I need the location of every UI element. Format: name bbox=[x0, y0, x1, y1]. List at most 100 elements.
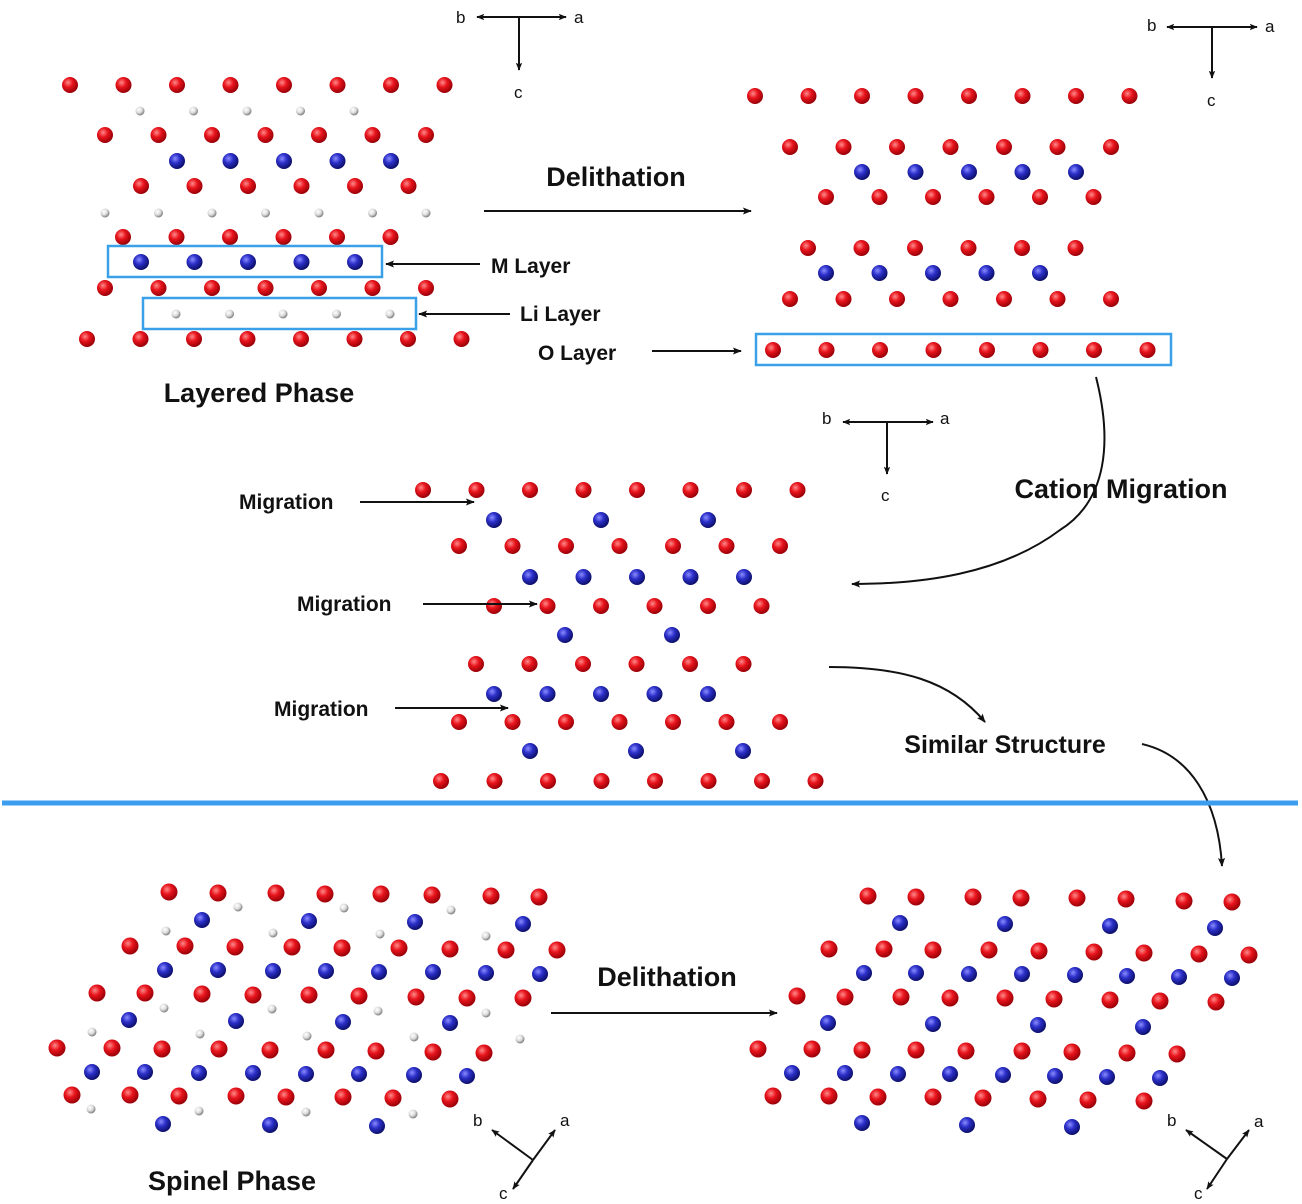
oxygen-atom bbox=[818, 342, 835, 358]
oxygen-atom bbox=[875, 940, 893, 958]
metal-atom bbox=[854, 164, 870, 180]
oxygen-atom bbox=[665, 714, 681, 730]
oxygen-atom bbox=[924, 941, 942, 959]
oxygen-atom bbox=[367, 1042, 385, 1060]
oxygen-atom bbox=[980, 941, 998, 959]
lithium-atom bbox=[385, 309, 395, 319]
lithium-atom bbox=[100, 208, 110, 218]
metal-atom bbox=[240, 254, 256, 270]
metal-atom bbox=[854, 1115, 870, 1131]
oxygen-atom bbox=[400, 331, 416, 347]
metal-atom bbox=[1064, 1119, 1080, 1135]
oxygen-atom bbox=[1063, 1043, 1081, 1061]
oxygen-atom bbox=[497, 941, 515, 959]
oxygen-atom bbox=[227, 1087, 245, 1105]
lithium-atom bbox=[375, 929, 385, 939]
lithium-atom bbox=[161, 926, 171, 936]
oxygen-atom bbox=[350, 987, 368, 1005]
oxygen-atom bbox=[1032, 189, 1048, 205]
oxygen-atom bbox=[186, 331, 202, 347]
oxygen-atom bbox=[97, 280, 113, 296]
metal-atom bbox=[191, 1065, 207, 1081]
oxygen-atom bbox=[889, 139, 905, 155]
oxygen-atom bbox=[1103, 139, 1119, 155]
oxygen-atom bbox=[996, 989, 1014, 1007]
oxygen-atom bbox=[611, 714, 628, 730]
delithation-label-bottom: Delithation bbox=[597, 962, 737, 992]
oxygen-atom bbox=[924, 1088, 942, 1106]
axes-indicator-bottom-right: a b c bbox=[1167, 1111, 1264, 1203]
metal-atom bbox=[276, 153, 292, 169]
lithium-atom bbox=[339, 903, 349, 913]
metal-atom bbox=[245, 1065, 261, 1081]
metal-atom bbox=[478, 965, 494, 981]
axis-b-arrow bbox=[1185, 1129, 1228, 1160]
oxygen-atom bbox=[418, 280, 434, 296]
lithium-atom bbox=[86, 1104, 96, 1114]
oxygen-atom bbox=[276, 77, 292, 93]
oxygen-atom bbox=[261, 1041, 279, 1059]
lithium-atom bbox=[332, 309, 341, 319]
metal-atom bbox=[228, 1013, 244, 1029]
lithium-atom bbox=[225, 309, 234, 319]
metal-atom bbox=[907, 164, 924, 180]
delithiated-spinel-structure bbox=[749, 887, 1258, 1135]
li-layer-highlight-box bbox=[141, 296, 418, 331]
lithium-atom bbox=[408, 1109, 418, 1119]
oxygen-atom bbox=[468, 656, 484, 672]
oxygen-atom bbox=[1240, 946, 1258, 964]
oxygen-atom bbox=[803, 1040, 821, 1058]
oxygen-atom bbox=[764, 1087, 782, 1105]
oxygen-atom bbox=[88, 984, 106, 1002]
oxygen-atom bbox=[475, 1044, 493, 1062]
oxygen-atom bbox=[941, 989, 959, 1007]
spinel-phase-structure bbox=[48, 883, 566, 1134]
delithiated-layered-structure bbox=[747, 88, 1156, 358]
oxygen-atom bbox=[1086, 342, 1102, 358]
m-layer-label: M Layer bbox=[491, 255, 570, 278]
metal-atom bbox=[700, 512, 716, 528]
delithation-label-top: Delithation bbox=[546, 162, 686, 192]
oxygen-atom bbox=[136, 984, 154, 1002]
metal-atom bbox=[301, 913, 317, 929]
oxygen-atom bbox=[424, 1043, 442, 1061]
oxygen-atom bbox=[853, 240, 870, 256]
metal-atom bbox=[557, 627, 573, 643]
metal-atom bbox=[784, 1065, 800, 1081]
oxygen-atom bbox=[1139, 342, 1156, 358]
oxygen-atom bbox=[451, 714, 467, 730]
lithium-atom bbox=[242, 106, 252, 116]
metal-atom bbox=[351, 1066, 367, 1082]
oxygen-atom bbox=[835, 291, 852, 307]
metal-atom bbox=[522, 743, 538, 759]
metal-atom bbox=[1135, 1019, 1151, 1035]
oxygen-atom bbox=[869, 1088, 887, 1106]
metal-atom bbox=[298, 1066, 314, 1082]
similar-structure-arrow-out bbox=[1141, 743, 1226, 867]
oxygen-atom bbox=[629, 482, 645, 498]
oxygen-atom bbox=[239, 331, 256, 347]
oxygen-atom bbox=[300, 986, 318, 1004]
oxygen-atom bbox=[176, 937, 194, 955]
oxygen-atom bbox=[964, 888, 982, 906]
metal-atom bbox=[406, 1067, 422, 1083]
axes-indicator-bottom-left: a b c bbox=[473, 1111, 570, 1203]
oxygen-atom bbox=[1049, 291, 1066, 307]
oxygen-atom bbox=[436, 77, 453, 93]
oxygen-atom bbox=[329, 229, 345, 245]
oxygen-atom bbox=[1067, 240, 1084, 256]
oxygen-atom bbox=[800, 88, 817, 104]
oxygen-atom bbox=[1135, 944, 1153, 962]
oxygen-atom bbox=[974, 1089, 992, 1107]
oxygen-atom bbox=[79, 331, 95, 347]
metal-atom bbox=[371, 964, 387, 980]
oxygen-atom bbox=[390, 939, 408, 957]
metal-atom bbox=[329, 153, 346, 169]
oxygen-atom bbox=[423, 886, 441, 904]
metal-atom bbox=[961, 164, 977, 180]
oxygen-atom bbox=[486, 773, 503, 789]
oxygen-atom bbox=[347, 178, 363, 194]
axes-indicator-top-left: a b c bbox=[456, 8, 584, 102]
oxygen-atom bbox=[311, 127, 327, 143]
oxygen-atom bbox=[267, 884, 285, 902]
